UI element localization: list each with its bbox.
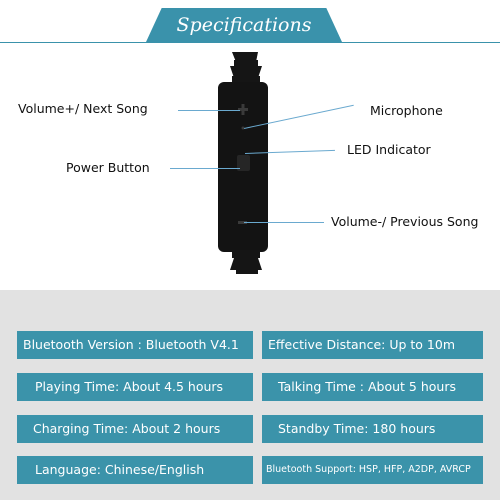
spec-language-text: Language: Chinese/English — [35, 462, 205, 477]
spec-bluetooth-support: Bluetooth Support: HSP, HFP, A2DP, AVRCP — [262, 456, 483, 484]
plus-button-icon — [238, 104, 248, 115]
spec-effective-distance-text: Effective Distance: Up to 10m — [268, 337, 456, 352]
spec-bluetooth-version: Bluetooth Version : Bluetooth V4.1 — [17, 331, 253, 359]
spec-standby-time-text: Standby Time: 180 hours — [278, 421, 436, 436]
top-connector — [230, 52, 262, 84]
label-volume-minus: Volume-/ Previous Song — [331, 214, 479, 229]
label-microphone: Microphone — [370, 103, 443, 118]
label-power-button: Power Button — [66, 160, 150, 175]
spec-effective-distance: Effective Distance: Up to 10m — [262, 331, 483, 359]
spec-standby-time: Standby Time: 180 hours — [262, 415, 483, 443]
spec-charging-time: Charging Time: About 2 hours — [17, 415, 253, 443]
label-led-indicator: LED Indicator — [347, 142, 431, 157]
header-rule — [0, 42, 500, 43]
callout-line-volume-plus — [178, 110, 240, 111]
minus-button-icon — [238, 221, 247, 224]
spec-playing-time-text: Playing Time: About 4.5 hours — [35, 379, 224, 394]
spec-charging-time-text: Charging Time: About 2 hours — [33, 421, 221, 436]
spec-talking-time-text: Talking Time : About 5 hours — [278, 379, 456, 394]
microphone-hole-icon — [241, 126, 245, 130]
label-volume-plus: Volume+/ Next Song — [18, 101, 148, 116]
spec-playing-time: Playing Time: About 4.5 hours — [17, 373, 253, 401]
bottom-connector — [230, 250, 262, 274]
header-banner — [146, 8, 342, 42]
spec-language: Language: Chinese/English — [17, 456, 253, 484]
spec-talking-time: Talking Time : About 5 hours — [262, 373, 483, 401]
spec-bluetooth-support-text: Bluetooth Support: HSP, HFP, A2DP, AVRCP — [266, 464, 471, 475]
spec-bluetooth-version-text: Bluetooth Version : Bluetooth V4.1 — [23, 337, 239, 352]
page-title: Specifications — [176, 14, 312, 36]
power-button-icon — [237, 155, 250, 171]
callout-line-volume-minus — [244, 222, 324, 223]
callout-line-power — [170, 168, 240, 169]
